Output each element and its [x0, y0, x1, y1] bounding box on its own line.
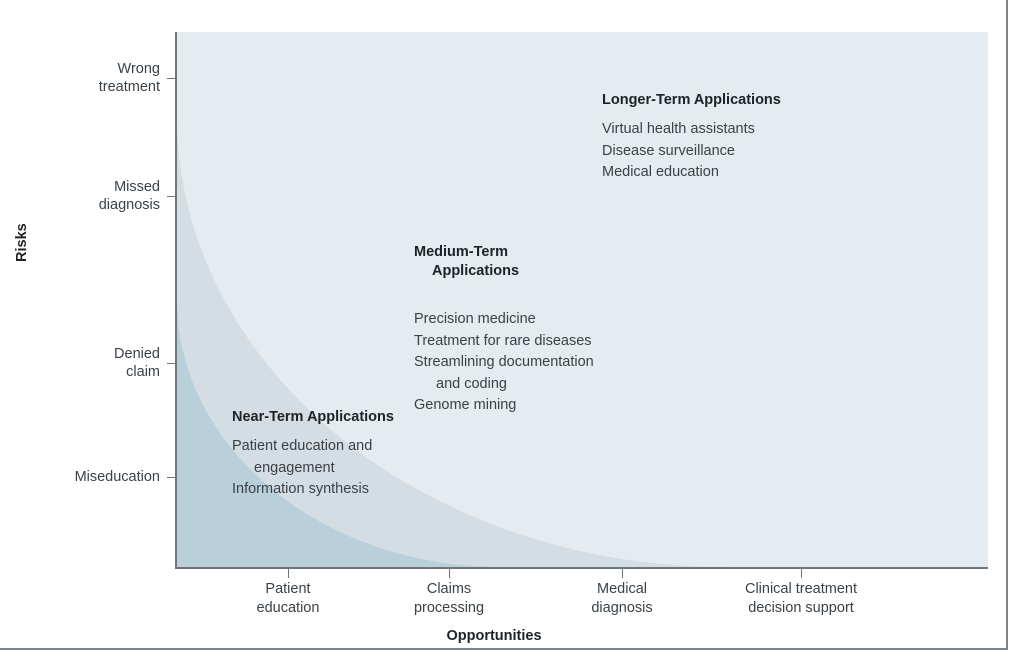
y-tick-label-line2: claim [126, 364, 160, 380]
x-axis-title: Opportunities [446, 628, 542, 644]
annotation-longer-term-item-3: Medical education [602, 164, 719, 180]
y-tick-mark-miseducation [167, 477, 176, 478]
y-tick-label-line2: diagnosis [98, 197, 160, 213]
annotation-longer-term-item-1: Virtual health assistants [602, 121, 755, 137]
annotation-medium-term-item-3b: and coding [436, 375, 507, 392]
y-axis-title: Risks [14, 223, 30, 262]
x-tick-label-line2: processing [413, 600, 485, 616]
plot-area [177, 32, 988, 567]
annotation-near-term: Near-Term Applications Patient education… [232, 408, 442, 501]
annotation-longer-term-title: Longer-Term Applications [602, 92, 781, 108]
y-tick-label-miseducation: Miseducation [10, 468, 160, 486]
x-tick-label-line1: Medical [597, 581, 647, 597]
x-tick-label-line1: Clinical treatment [744, 581, 857, 597]
y-tick-label-line2: treatment [98, 79, 160, 95]
x-tick-label-line1: Patient [265, 581, 311, 597]
x-tick-mark-patient-education [288, 569, 289, 578]
x-tick-label-claims-processing: Claims processing [349, 580, 549, 618]
annotation-near-term-item-1b: engagement [254, 459, 335, 476]
figure-bottom-rule [0, 648, 1007, 650]
y-tick-label-missed-diagnosis: Missed diagnosis [10, 178, 160, 214]
y-tick-label-line1: Missed [114, 179, 160, 195]
x-tick-label-line2: decision support [748, 600, 854, 616]
x-tick-mark-medical-diagnosis [622, 569, 623, 578]
annotation-near-term-item-1: Patient education and [232, 438, 373, 454]
x-tick-label-medical-diagnosis: Medical diagnosis [522, 580, 722, 618]
annotation-longer-term-item-2: Disease surveillance [602, 142, 735, 159]
x-tick-mark-claims-processing [449, 569, 450, 578]
zone-near-term-shape [177, 300, 500, 567]
zone-medium-term-shape [177, 117, 725, 567]
annotation-medium-term: Medium-Term Applications Precision medic… [414, 224, 644, 417]
annotation-medium-term-item-4: Genome mining [414, 397, 517, 413]
annotation-medium-term-title: Medium-Term Applications [414, 224, 644, 300]
y-axis-line [175, 32, 177, 569]
annotation-near-term-title: Near-Term Applications [232, 409, 394, 425]
annotation-medium-term-item-3: Streamlining documentation [414, 354, 594, 370]
y-tick-mark-missed-diagnosis [167, 196, 176, 197]
x-tick-label-line2: education [256, 600, 320, 616]
x-tick-label-line2: diagnosis [591, 600, 653, 616]
y-tick-mark-wrong-treatment [167, 78, 176, 79]
annotation-medium-term-item-1: Precision medicine [414, 311, 536, 327]
y-tick-label-line1: Miseducation [74, 469, 160, 485]
y-tick-label-wrong-treatment: Wrong treatment [10, 60, 160, 96]
annotation-near-term-item-2: Information synthesis [232, 481, 370, 497]
x-axis-line [175, 567, 988, 569]
x-tick-label-clinical-treatment-decision-support: Clinical treatment decision support [701, 580, 901, 618]
x-tick-label-patient-education: Patient education [188, 580, 388, 618]
zones-svg [177, 32, 988, 567]
annotation-medium-term-item-2: Treatment for rare diseases [414, 332, 592, 349]
y-tick-label-line1: Denied [114, 346, 160, 362]
annotation-longer-term: Longer-Term Applications Virtual health … [602, 91, 882, 184]
x-tick-label-line1: Claims [426, 581, 472, 597]
y-tick-mark-denied-claim [167, 363, 176, 364]
annotation-medium-term-title-line2: Applications [432, 263, 520, 279]
annotation-medium-term-title-line1: Medium-Term [414, 244, 508, 260]
y-tick-label-line1: Wrong [117, 61, 160, 77]
x-tick-mark-clinical-treatment [801, 569, 802, 578]
y-tick-label-denied-claim: Denied claim [10, 345, 160, 381]
figure-right-rule [1006, 0, 1008, 650]
